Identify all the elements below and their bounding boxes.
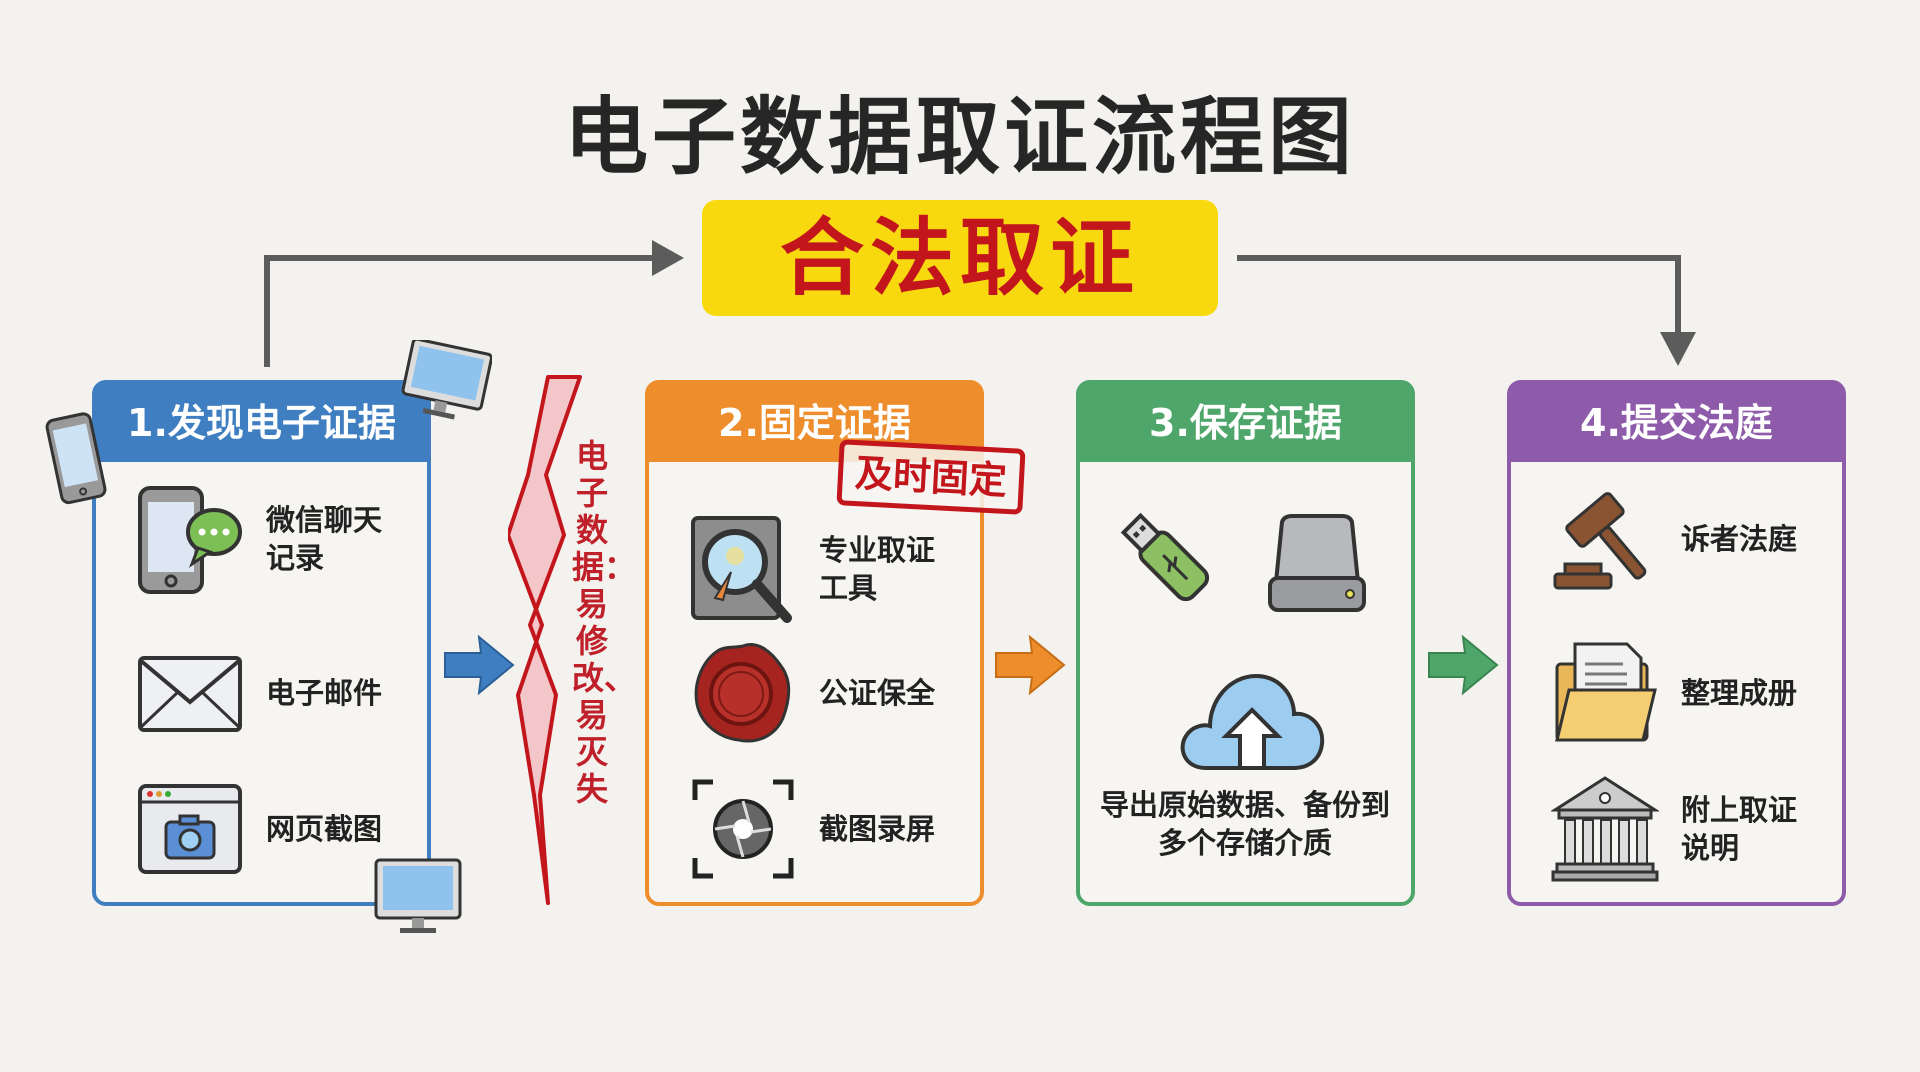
folder-docs-icon [1555, 642, 1657, 742]
item-label: 公证保全 [819, 676, 936, 710]
flow-arrow-3 [1428, 635, 1499, 695]
page-title: 电子数据取证流程图 [563, 88, 1356, 186]
flow-arrow-2 [995, 635, 1066, 695]
item-wechat: 微信聊天记录 [136, 484, 406, 594]
phone-icon [45, 412, 107, 505]
item-forensic-tool: 专业取证工具 [689, 514, 959, 624]
panel-title: 3.保存证据 [1080, 384, 1411, 462]
item-webpage: 网页截图 [136, 774, 406, 884]
panel-title: 4.提交法庭 [1511, 384, 1842, 462]
panel-court: 4.提交法庭 诉者法庭 整理成册 附上取证说明 [1507, 380, 1846, 906]
envelope-icon [138, 656, 242, 732]
phone-chat-icon [138, 486, 242, 594]
item-email: 电子邮件 [136, 638, 406, 748]
item-statement: 附上取证说明 [1551, 774, 1821, 884]
panel-preserve: 3.保存证据 [1076, 380, 1415, 906]
item-notary: 公证保全 [689, 638, 959, 748]
browser-camera-icon [138, 784, 242, 874]
wax-seal-icon [694, 643, 791, 743]
courthouse-icon [1551, 776, 1659, 882]
flow-arrow-1 [444, 635, 515, 695]
item-label: 网页截图 [266, 812, 383, 846]
item-label: 微信聊天记录 [266, 503, 383, 575]
item-label: 整理成册 [1681, 676, 1798, 710]
item-label: 截图录屏 [819, 812, 936, 846]
volatility-warning: 电子数据：易修改、易灭失 [572, 437, 637, 808]
usb-drive-icon [1120, 512, 1210, 602]
panel-discover: 1.发现电子证据 微信聊天记录 电子邮件 网页截图 [92, 380, 431, 906]
item-court: 诉者法庭 [1551, 484, 1821, 594]
gavel-icon [1553, 492, 1647, 590]
timely-stamp: 及时固定 [836, 439, 1026, 515]
item-screen-record: 截图录屏 [689, 774, 959, 884]
monitor-icon [374, 858, 462, 933]
camera-shutter-icon [692, 779, 794, 879]
item-compile: 整理成册 [1551, 638, 1821, 748]
panel-title: 1.发现电子证据 [96, 384, 427, 462]
legal-banner: 合法取证 [702, 200, 1218, 316]
panel-fix: 2.固定证据 专业取证工具 公证保全 截图录屏 [645, 380, 984, 906]
crack-icon [508, 375, 582, 905]
item-label: 电子邮件 [266, 676, 383, 710]
item-label: 附上取证说明 [1681, 793, 1798, 865]
monitor-icon [401, 340, 492, 420]
item-label: 诉者法庭 [1681, 522, 1798, 556]
cloud-upload-icon [1180, 673, 1325, 770]
item-label: 专业取证工具 [819, 533, 936, 605]
preserve-description: 导出原始数据、备份到多个存储介质 [1100, 788, 1391, 860]
disk-magnifier-icon [691, 516, 792, 623]
hard-drive-icon [1268, 514, 1366, 612]
